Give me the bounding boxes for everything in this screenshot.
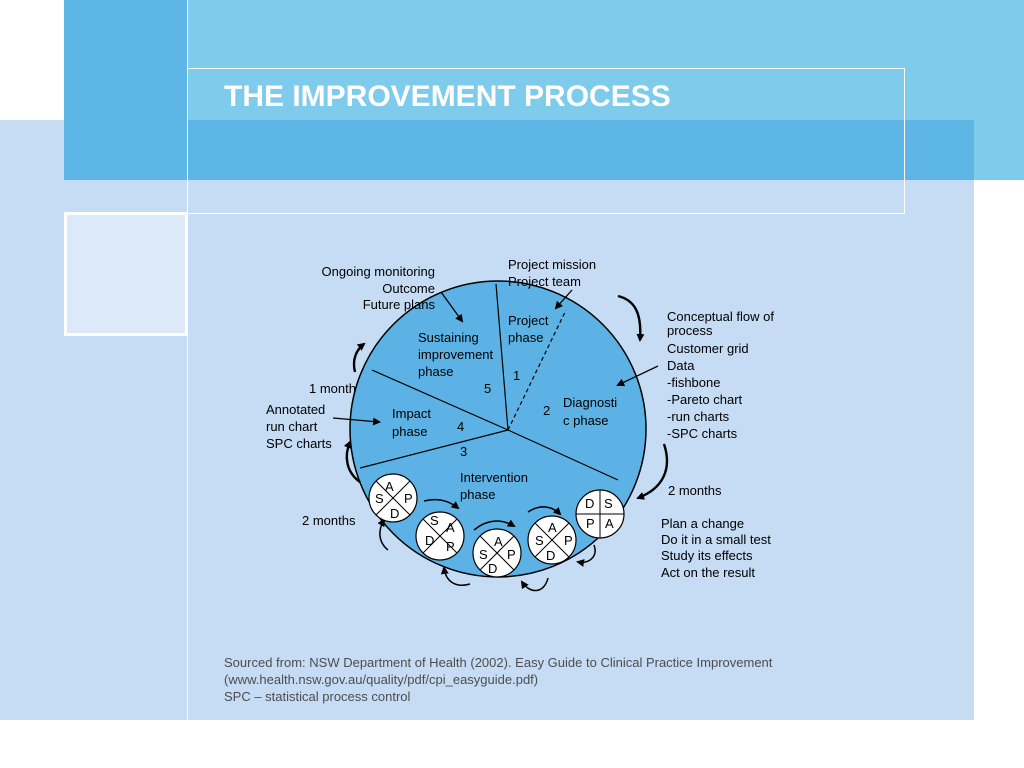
pdsa-arrow (473, 519, 516, 531)
svg-text:P: P (404, 491, 413, 506)
phase-number: 3 (460, 444, 467, 459)
svg-text:S: S (479, 547, 488, 562)
sector-line (359, 429, 509, 469)
svg-text:D: D (425, 533, 434, 548)
title-band (64, 120, 974, 180)
svg-text:P: P (446, 539, 455, 554)
phase-number: 2 (543, 403, 550, 418)
phase-number: 4 (457, 419, 464, 434)
svg-text:D: D (390, 506, 399, 521)
pointer-arrow (440, 291, 464, 323)
sector-line-dashed (507, 309, 567, 431)
sector-line (495, 283, 509, 431)
source-url: (www.health.nsw.gov.au/quality/pdf/cpi_e… (224, 672, 539, 687)
phase-number: 1 (513, 368, 520, 383)
svg-text:S: S (430, 513, 439, 528)
right-band (974, 120, 1024, 180)
svg-text:A: A (446, 520, 455, 535)
pdsa-cycle-circle: D S P A (575, 489, 625, 539)
phase-number: 5 (484, 381, 491, 396)
two-months-right-label: 2 months (668, 483, 722, 498)
one-month-label: 1 month (309, 381, 356, 396)
svg-text:S: S (535, 533, 544, 548)
sector-line (371, 369, 509, 431)
svg-text:A: A (605, 516, 614, 531)
cycle-arrow (636, 443, 669, 500)
pdsa-cycle-circle: A S P D (368, 473, 418, 523)
title-frame (187, 68, 905, 214)
left-panel (0, 120, 64, 720)
svg-text:D: D (585, 496, 594, 511)
slide-title: THE IMPROVEMENT PROCESS (224, 80, 671, 113)
source-citation: Sourced from: NSW Department of Health (… (224, 655, 773, 670)
pdsa-arrow (440, 566, 471, 586)
pointer-arrow (616, 365, 659, 387)
svg-text:D: D (488, 561, 497, 576)
svg-text:S: S (375, 491, 384, 506)
svg-text:D: D (546, 548, 555, 563)
two-months-left-label: 2 months (302, 513, 356, 528)
pdsa-arrow (527, 506, 562, 516)
pdsa-cycle-circle: A S P D (472, 528, 522, 578)
svg-text:A: A (385, 479, 394, 494)
svg-text:A: A (548, 520, 557, 535)
svg-text:P: P (507, 547, 516, 562)
svg-text:A: A (494, 534, 503, 549)
pdsa-arrow (377, 518, 389, 551)
cycle-arrow (352, 342, 366, 373)
svg-text:P: P (564, 533, 573, 548)
pdsa-arrow (576, 544, 596, 567)
pdsa-cycle-circle: S A D P (415, 511, 465, 561)
pdsa-cycle-circle: A S P D (527, 515, 577, 565)
spc-footnote: SPC – statistical process control (224, 689, 411, 704)
svg-text:S: S (604, 496, 613, 511)
cycle-arrow (343, 440, 361, 483)
vertical-rule (187, 0, 188, 720)
top-band (187, 0, 1024, 120)
top-left-band (64, 0, 187, 120)
pointer-arrow (554, 289, 573, 310)
pdsa-arrow (423, 498, 460, 510)
cycle-arrow (617, 294, 645, 342)
pdsa-arrow (520, 577, 549, 592)
white-square-inner (67, 215, 185, 333)
pointer-arrow (332, 417, 381, 426)
svg-text:P: P (586, 516, 595, 531)
sector-line (507, 429, 619, 481)
